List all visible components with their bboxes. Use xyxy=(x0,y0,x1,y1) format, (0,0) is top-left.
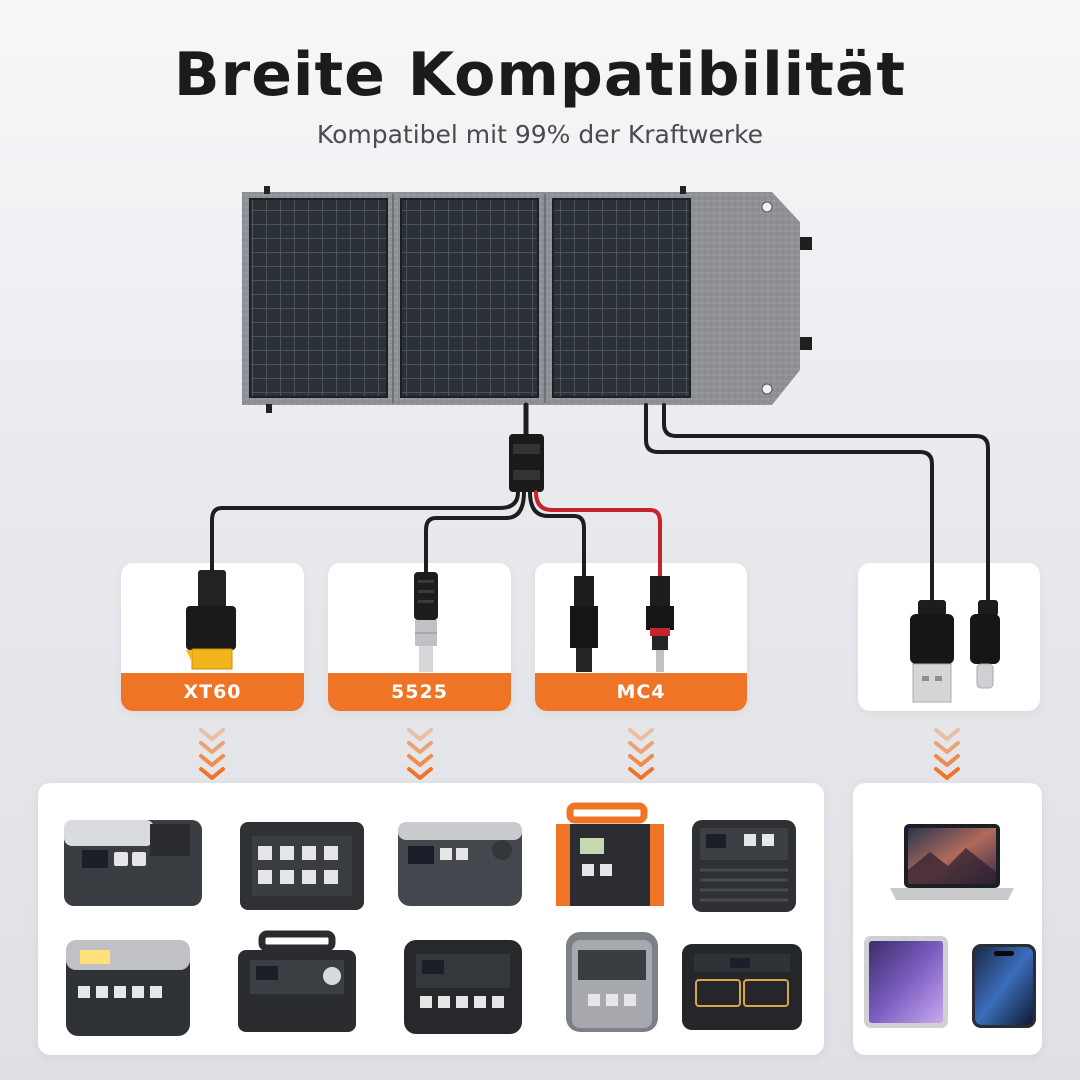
xt60-label: XT60 xyxy=(121,673,304,711)
foldable-solar-panel xyxy=(242,186,812,413)
5525-label: 5525 xyxy=(328,673,511,711)
mobile-devices-card xyxy=(853,783,1042,1055)
power-stations-card xyxy=(38,783,824,1055)
arrow-down-icons xyxy=(199,728,960,780)
usb-connector-card xyxy=(858,563,1040,711)
mc4-label: MC4 xyxy=(535,673,747,711)
page-title: Breite Kompatibilität xyxy=(173,40,907,110)
page-subtitle: Kompatibel mit 99% der Kraftwerke xyxy=(316,120,764,149)
